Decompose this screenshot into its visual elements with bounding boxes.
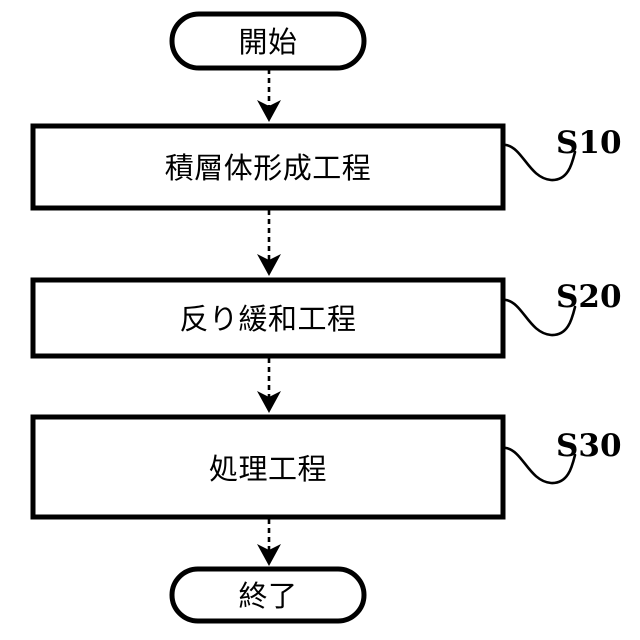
end-terminator-shape (169, 566, 367, 624)
s20-label: 反り緩和工程 (179, 302, 356, 336)
connector-start-to-s10 (257, 69, 281, 122)
arrow-head-icon (257, 100, 281, 122)
step-tag-text: S10 (556, 125, 622, 161)
start-terminator-shape (169, 11, 367, 71)
arrow-head-icon (257, 544, 281, 566)
step-tag-text: S30 (556, 428, 622, 464)
s30-label: 処理工程 (209, 452, 327, 486)
connector-s20-to-s30 (257, 358, 281, 413)
leader-line (504, 446, 577, 485)
leader-line (504, 298, 577, 337)
arrow-head-icon (257, 391, 281, 413)
node-end[interactable]: 終了 (169, 566, 367, 624)
node-s10[interactable]: 積層体形成工程 (30, 123, 506, 211)
node-s30[interactable]: 処理工程 (30, 414, 506, 520)
process-box-shape (30, 277, 506, 359)
step-tag-s20: S20 (504, 279, 622, 337)
s10-label: 積層体形成工程 (165, 151, 372, 185)
node-start[interactable]: 開始 (169, 11, 367, 71)
connector-s10-to-s20 (257, 210, 281, 276)
leader-line (504, 143, 577, 182)
step-tag-s30: S30 (504, 428, 622, 485)
arrow-head-icon (257, 254, 281, 276)
step-tag-s10: S10 (504, 125, 622, 182)
step-tag-text: S20 (556, 279, 622, 315)
end-label: 終了 (238, 579, 297, 613)
process-box-shape (30, 123, 506, 211)
process-box-shape (30, 414, 506, 520)
connector-s30-to-end (257, 519, 281, 566)
start-label: 開始 (238, 25, 297, 59)
node-s20[interactable]: 反り緩和工程 (30, 277, 506, 359)
